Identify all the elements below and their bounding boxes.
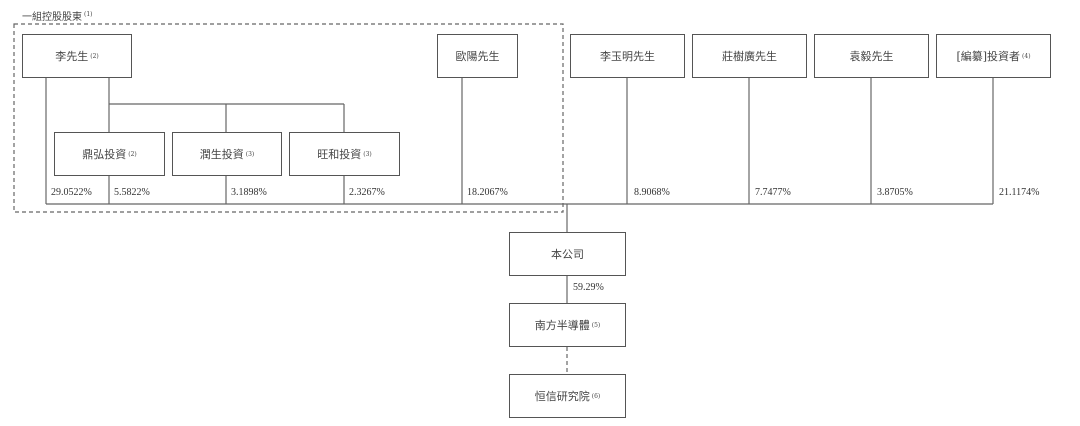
institute-box: 恒信研究院(6) xyxy=(509,374,626,418)
shareholder-mr-li: 李先生(2) xyxy=(22,34,132,78)
pct-runsheng: 3.1898% xyxy=(231,187,267,198)
pct-li-yuming: 8.9068% xyxy=(634,187,670,198)
shareholder-investors: [編纂]投資者(4) xyxy=(936,34,1051,78)
pct-dinghong: 5.5822% xyxy=(114,187,150,198)
vehicle-dinghong: 鼎弘投資(2) xyxy=(54,132,165,176)
pct-yuan: 3.8705% xyxy=(877,187,913,198)
subsidiary-box: 南方半導體(5) xyxy=(509,303,626,347)
shareholder-li-yuming: 李玉明先生 xyxy=(570,34,685,78)
shareholder-yuan: 袁毅先生 xyxy=(814,34,929,78)
shareholder-zhuang: 莊樹廣先生 xyxy=(692,34,807,78)
pct-ouyang: 18.2067% xyxy=(467,187,508,198)
pct-wanghe: 2.3267% xyxy=(349,187,385,198)
pct-investors: 21.1174% xyxy=(999,187,1040,198)
pct-mr-li: 29.0522% xyxy=(51,187,92,198)
controlling-group-label: 一組控股股東(1) xyxy=(22,10,93,23)
vehicle-wanghe: 旺和投資(3) xyxy=(289,132,400,176)
pct-zhuang: 7.7477% xyxy=(755,187,791,198)
shareholder-mr-ouyang: 歐陽先生 xyxy=(437,34,518,78)
pct-subsidiary: 59.29% xyxy=(573,282,604,293)
vehicle-runsheng: 潤生投資(3) xyxy=(172,132,282,176)
controlling-group-boundary xyxy=(13,23,564,213)
company-box: 本公司 xyxy=(509,232,626,276)
